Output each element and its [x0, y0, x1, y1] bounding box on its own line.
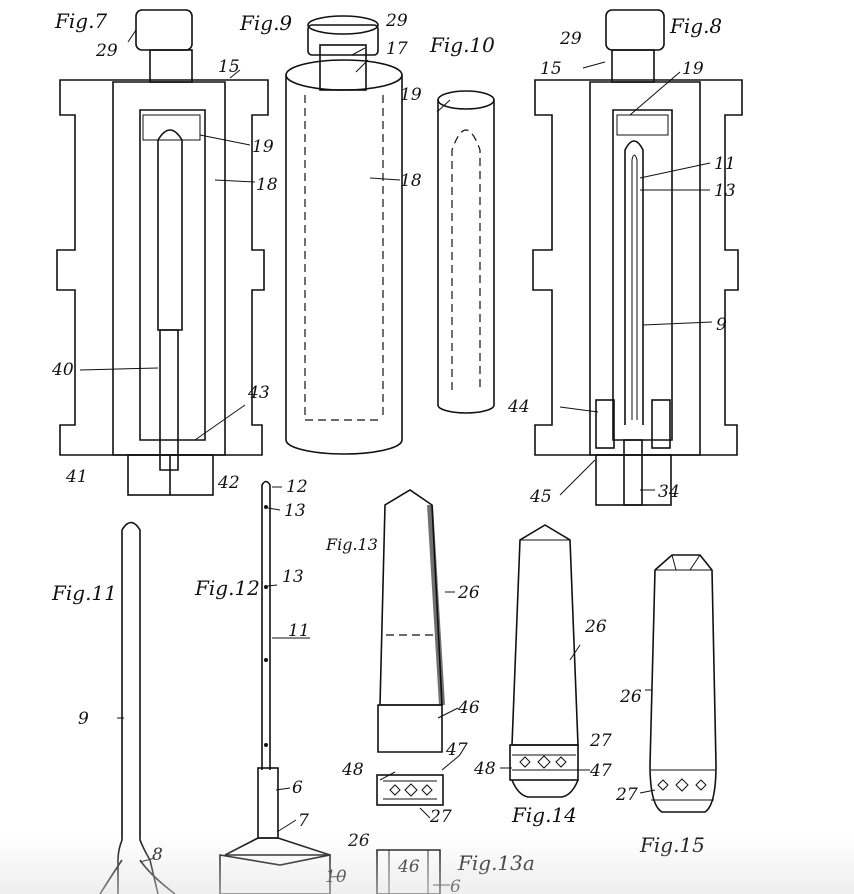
fig12-title: Fig.12	[194, 576, 260, 600]
ref-numeral: 29	[559, 29, 582, 49]
figure-13-cap	[376, 489, 445, 806]
ref-numeral: 26	[457, 583, 480, 603]
ref-numeral: 43	[247, 383, 270, 403]
figure-12-rod	[219, 480, 331, 894]
ref-numeral: 40	[51, 360, 74, 380]
ref-numeral: 27	[589, 731, 612, 751]
ref-numeral: 6	[450, 877, 461, 894]
ref-numeral: 44	[507, 397, 530, 417]
ref-numeral: 48	[341, 760, 364, 780]
ref-numeral: 9	[78, 709, 89, 729]
ref-numeral: 15	[218, 57, 240, 77]
ref-numeral: 48	[473, 759, 496, 779]
ref-numeral: 26	[619, 687, 642, 707]
ref-numeral: 47	[445, 740, 468, 760]
figure-10-cylinder	[437, 90, 495, 414]
fig11-title: Fig.11	[51, 581, 117, 605]
fig14-title: Fig.14	[511, 803, 577, 827]
reference-numerals: 29 15 19 18 40 43 41 42 29 17 18 19 29 1…	[51, 11, 736, 894]
ref-numeral: 45	[529, 487, 552, 507]
ref-numeral: 46	[457, 698, 480, 718]
ref-numeral: 8	[152, 845, 163, 865]
ref-numeral: 18	[400, 171, 422, 191]
fig13a-title: Fig.13a	[457, 851, 535, 875]
figure-11-tube	[99, 521, 176, 894]
ref-numeral: 13	[282, 567, 304, 587]
fig9-title: Fig.9	[239, 11, 292, 35]
ref-numeral: 42	[217, 473, 240, 493]
ref-numeral: 46	[397, 857, 420, 877]
ref-numeral: 41	[65, 467, 88, 487]
leader-lines	[79, 29, 713, 886]
ref-numeral: 29	[95, 41, 118, 61]
ref-numeral: 26	[584, 617, 607, 637]
fig7-title: Fig.7	[54, 9, 107, 33]
ref-numeral: 13	[284, 501, 306, 521]
ref-numeral: 7	[298, 811, 309, 831]
ref-numeral: 10	[325, 867, 347, 887]
fig13-title: Fig.13	[325, 535, 378, 554]
figure-titles: Fig.7 Fig.9 Fig.10 Fig.8 Fig.11 Fig.12 F…	[51, 9, 722, 875]
ref-numeral: 19	[682, 59, 704, 79]
ref-numeral: 19	[400, 85, 422, 105]
ref-numeral: 19	[252, 137, 274, 157]
ref-numeral: 13	[714, 181, 736, 201]
ref-numeral: 29	[385, 11, 408, 31]
ref-numeral: 34	[658, 482, 680, 502]
figure-15-cap	[649, 554, 717, 813]
ref-numeral: 18	[256, 175, 278, 195]
ref-numeral: 26	[347, 831, 370, 851]
ref-numeral: 27	[615, 785, 638, 805]
ref-numeral: 11	[714, 154, 736, 174]
ref-numeral: 6	[292, 778, 303, 798]
ref-numeral: 11	[288, 621, 310, 641]
fig15-title: Fig.15	[639, 833, 705, 857]
fig8-title: Fig.8	[669, 14, 722, 38]
ref-numeral: 12	[286, 477, 308, 497]
figure-8-mold-section	[532, 9, 743, 506]
fig10-title: Fig.10	[429, 33, 495, 57]
figure-7-mold-section	[56, 9, 269, 496]
ref-numeral: 17	[386, 39, 408, 59]
ref-numeral: 9	[716, 315, 727, 335]
ref-numeral: 47	[589, 761, 612, 781]
ref-numeral: 15	[540, 59, 562, 79]
ref-numeral: 27	[429, 807, 452, 827]
figure-9-cylinder	[285, 15, 403, 455]
figure-14-cap	[509, 524, 579, 798]
